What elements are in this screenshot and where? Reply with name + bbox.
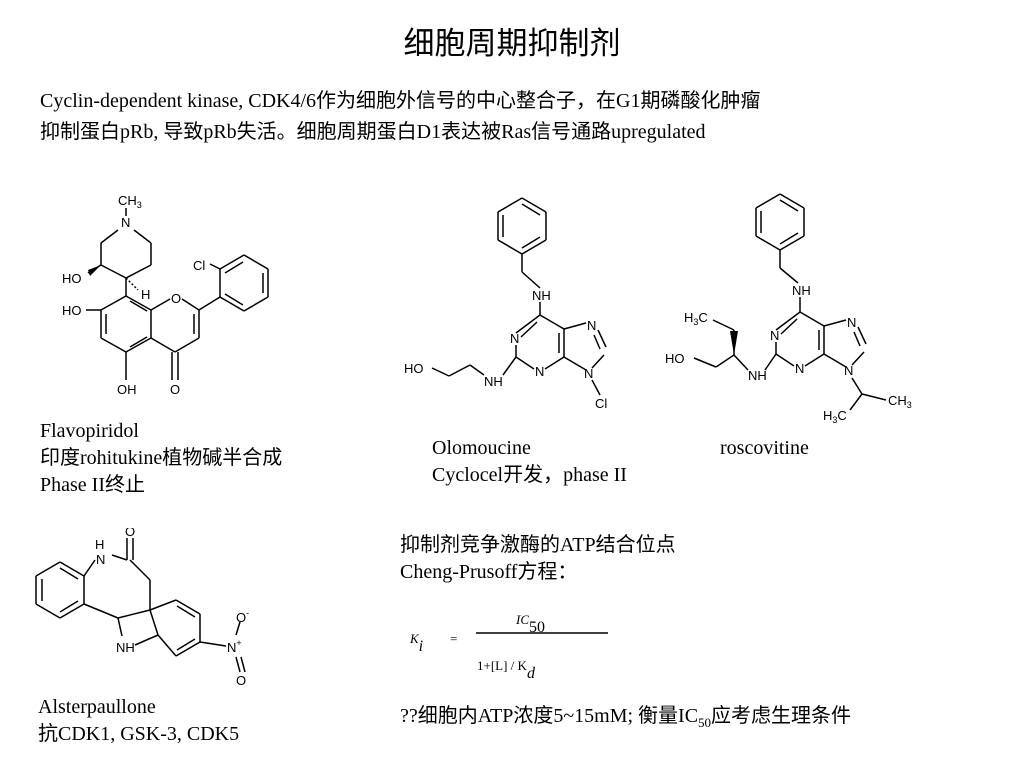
alsterpaullone-name: Alsterpaullone (38, 696, 156, 718)
cheng-prusoff-formula: Ki = IC50 1+[L] / Kd (409, 612, 608, 682)
roscovitine-nh2-label: NH (748, 368, 767, 383)
olomoucine-n9-label: N (584, 366, 593, 381)
olomoucine-n3-label: N (535, 364, 544, 379)
atp-note-suffix: 应考虑生理条件 (711, 705, 852, 727)
flavopiridol-ho2-label: HO (62, 303, 82, 318)
alsterpaullone-o-label: O (125, 528, 135, 539)
roscovitine-name: roscovitine (720, 437, 809, 459)
roscovitine-structure: NH N N N N H3C HO NH CH3 H3C (665, 193, 912, 425)
formula-numerator: IC50 (515, 612, 545, 636)
alsterpaullone-n-plus-label: N+ (227, 638, 242, 655)
flavopiridol-cl-label: Cl (193, 258, 205, 273)
alsterpaullone-structure: H N O NH O- N+ O (35, 528, 249, 688)
flavopiridol-source: 印度rohitukine植物碱半合成 (40, 447, 283, 469)
roscovitine-ch3-label: CH3 (888, 393, 912, 410)
flavopiridol-keto-o-label: O (170, 382, 180, 397)
mechanism-line-1: 抑制剂竞争激酶的ATP结合位点 (400, 534, 676, 556)
roscovitine-h3c-label: H3C (684, 310, 708, 327)
olomoucine-cl-label: Cl (595, 396, 607, 411)
roscovitine-ho-label: HO (665, 351, 685, 366)
olomoucine-developer: Cyclocel开发，phase II (432, 464, 627, 486)
roscovitine-n1-label: N (770, 328, 779, 343)
flavopiridol-status: Phase II终止 (40, 474, 145, 496)
alsterpaullone-nh-label: NH (116, 640, 135, 655)
flavopiridol-caption: Flavopiridol 印度rohitukine植物碱半合成 Phase II… (40, 418, 282, 499)
intro-line-2: 抑制蛋白pRb, 导致pRb失活。细胞周期蛋白D1表达被Ras信号通路upreg… (40, 121, 706, 143)
alsterpaullone-o2-label: O (236, 673, 246, 688)
olomoucine-nh-label: NH (532, 288, 551, 303)
flavopiridol-ch3-label: CH3 (118, 193, 142, 210)
formula-equals: = (450, 631, 457, 646)
alsterpaullone-n-label: N (96, 552, 105, 567)
olomoucine-nh2-label: NH (484, 374, 503, 389)
atp-note-prefix: ??细胞内ATP浓度5~15mM; 衡量IC (400, 705, 699, 727)
intro-paragraph: Cyclin-dependent kinase, CDK4/6作为细胞外信号的中… (40, 86, 1000, 148)
page-title: 细胞周期抑制剂 (403, 26, 621, 61)
olomoucine-n1-label: N (510, 331, 519, 346)
formula-denominator: 1+[L] / Kd (477, 658, 536, 682)
intro-line-1: Cyclin-dependent kinase, CDK4/6作为细胞外信号的中… (40, 90, 761, 112)
flavopiridol-o-label: O (171, 291, 181, 306)
roscovitine-n7-label: N (847, 315, 856, 330)
atp-note-sub: 50 (698, 715, 712, 730)
roscovitine-n3-label: N (795, 361, 804, 376)
mechanism-text: 抑制剂竞争激酶的ATP结合位点 Cheng-Prusoff方程： (400, 532, 676, 586)
roscovitine-caption: roscovitine (720, 435, 809, 462)
alsterpaullone-o-minus-label: O- (236, 608, 249, 625)
roscovitine-nh-label: NH (792, 283, 811, 298)
atp-note: ??细胞内ATP浓度5~15mM; 衡量IC50应考虑生理条件 (400, 703, 851, 736)
flavopiridol-name: Flavopiridol (40, 420, 139, 442)
roscovitine-n9-label: N (844, 363, 853, 378)
flavopiridol-h-label: H (141, 287, 150, 302)
flavopiridol-oh-label: OH (117, 382, 137, 397)
olomoucine-caption: Olomoucine Cyclocel开发，phase II (432, 435, 627, 489)
formula-ki: Ki (409, 631, 423, 655)
olomoucine-structure: NH N N N N HO NH Cl (404, 197, 607, 411)
alsterpaullone-targets: 抗CDK1, GSK-3, CDK5 (38, 723, 240, 745)
flavopiridol-ho-label: HO (62, 271, 82, 286)
flavopiridol-n-label: N (121, 215, 130, 230)
roscovitine-h3c2-label: H3C (823, 408, 847, 425)
olomoucine-name: Olomoucine (432, 437, 531, 459)
olomoucine-ho-label: HO (404, 361, 424, 376)
alsterpaullone-h-label: H (95, 537, 104, 552)
olomoucine-n7-label: N (587, 318, 596, 333)
flavopiridol-structure: CH3 N HO H Cl HO O OH O (62, 193, 269, 397)
alsterpaullone-caption: Alsterpaullone 抗CDK1, GSK-3, CDK5 (38, 694, 239, 748)
mechanism-line-2: Cheng-Prusoff方程： (400, 561, 578, 583)
